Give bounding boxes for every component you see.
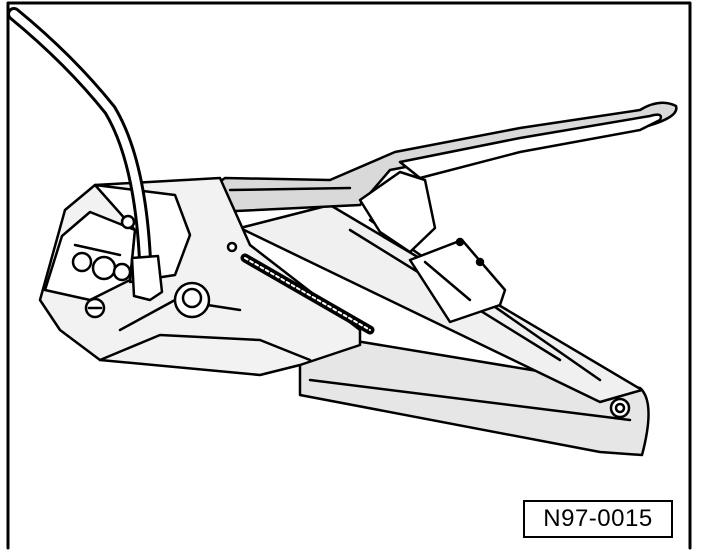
slider-block bbox=[408, 238, 507, 324]
border-line bbox=[6, 1, 692, 550]
upper-grip-highlight bbox=[398, 113, 663, 180]
hinge-bracket bbox=[358, 170, 437, 254]
lower-handle-edge bbox=[308, 378, 632, 422]
die-hole-icon bbox=[91, 255, 117, 281]
die-hole-icon bbox=[112, 262, 132, 282]
cable-connector bbox=[130, 254, 164, 302]
jaw-body-lower-edge bbox=[98, 333, 312, 362]
cable-inner bbox=[10, 10, 152, 296]
screw-icon bbox=[226, 241, 238, 253]
die-hole-icon bbox=[71, 251, 93, 273]
figure-code-label: N97-0015 bbox=[523, 500, 673, 538]
